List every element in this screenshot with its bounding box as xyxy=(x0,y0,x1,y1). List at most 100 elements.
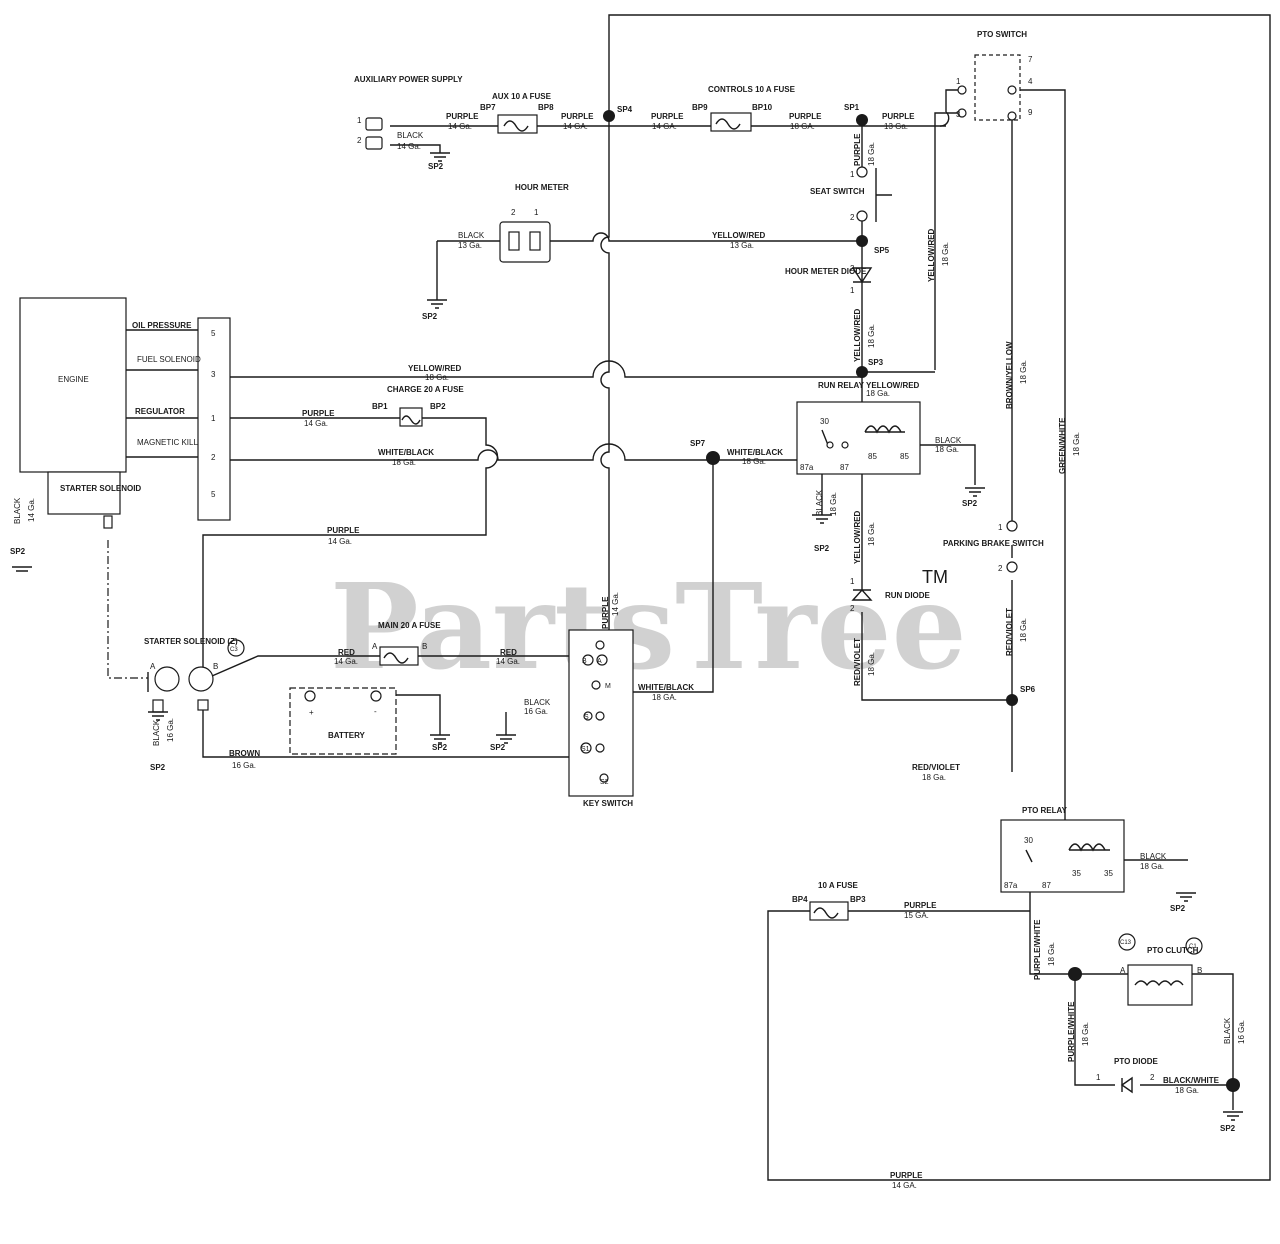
magnetic-kill-label: MAGNETIC KILL xyxy=(137,438,198,447)
key-pin-s1: S1 xyxy=(581,746,590,753)
gauge-label-solenoid-purple: 14 Ga. xyxy=(328,537,352,546)
pto-diode-pin-2: 2 xyxy=(1150,1073,1155,1082)
engine-connector xyxy=(197,317,231,521)
wire-label-pto-fuse-purple: PURPLE xyxy=(904,901,937,910)
wire-label-purple-2: PURPLE xyxy=(561,112,594,121)
run-relay-pin-85: 85 xyxy=(868,452,877,461)
watermark-tm: TM xyxy=(922,567,948,587)
charge-fuse-symbol xyxy=(399,407,423,427)
gauge-label-clutch-black: 16 Ga. xyxy=(1237,1020,1246,1044)
sp6-dot xyxy=(1006,694,1018,706)
gauge-label-relay-87a-black: 18 Ga. xyxy=(829,492,838,516)
hm-diode-pin-2: 2 xyxy=(850,264,855,273)
wire-label-engine-black: BLACK xyxy=(13,497,22,524)
grounds xyxy=(12,152,1243,1121)
gauge-label-purple-3: 14 GA. xyxy=(652,122,677,131)
c1-label: C1 xyxy=(1189,944,1197,950)
pto-pin-4: 4 xyxy=(1028,77,1033,86)
sp7-label: SP7 xyxy=(690,439,706,448)
controls-fuse-symbol xyxy=(710,112,752,132)
bp8-label: BP8 xyxy=(538,103,554,112)
wire-label-purple-3: PURPLE xyxy=(651,112,684,121)
gauge-label-key-purple: 14 Ga. xyxy=(611,592,620,616)
c13-tag xyxy=(1118,933,1136,951)
bp3-label: BP3 xyxy=(850,895,866,904)
wire-label-kill-white-black: WHITE/BLACK xyxy=(378,448,434,457)
bp9-label: BP9 xyxy=(692,103,708,112)
splice-dots xyxy=(603,110,1240,1092)
gauge-label-diode-yellow-red: 18 Ga. xyxy=(867,324,876,348)
sp2-label-pto-relay: SP2 xyxy=(1170,904,1186,913)
sp7-dot xyxy=(706,451,720,465)
key-pin-g: S xyxy=(584,714,589,721)
engine-pin-2: 2 xyxy=(211,453,216,462)
engine-pin-5: 5 xyxy=(211,329,216,338)
wire-label-purple-5: PURPLE xyxy=(882,112,915,121)
wire-label-rd-red-violet: RED/VIOLET xyxy=(853,638,862,686)
pto-pin-1: 1 xyxy=(956,77,961,86)
wire-label-diode-yellow-red: YELLOW/RED xyxy=(853,308,862,362)
gauge-label-pto-relay-black: 18 Ga. xyxy=(1140,862,1164,871)
main-fuse-pin-b: B xyxy=(422,642,427,651)
gauge-label-rd-red-violet: 18 Ga. xyxy=(867,652,876,676)
gauge-label-clutch-purple-white: 18 Ga. xyxy=(1047,942,1056,966)
pto-diode-label: PTO DIODE xyxy=(1114,1057,1159,1066)
wire-label-relay-87a-black: BLACK xyxy=(815,489,824,516)
pto-splice-dot xyxy=(1068,967,1082,981)
wire-label-purple-1: PURPLE xyxy=(446,112,479,121)
solenoid-pin-a: A xyxy=(150,662,156,671)
battery-plus: + xyxy=(309,708,314,717)
sp4-label: SP4 xyxy=(617,105,633,114)
c3-tag xyxy=(227,639,245,657)
bp10-label: BP10 xyxy=(752,103,773,112)
gauge-label-hm-black: 13 Ga. xyxy=(458,241,482,250)
gauge-label-relay-yellow-red: 18 Ga. xyxy=(866,389,890,398)
gauge-label-red-1: 14 Ga. xyxy=(334,657,358,666)
pb-pin-1: 1 xyxy=(998,523,1003,532)
pb-pin-2: 2 xyxy=(998,564,1003,573)
wire-label-clutch-purple-white: PURPLE/WHITE xyxy=(1033,919,1042,980)
pto-relay-pin-30: 30 xyxy=(1024,836,1033,845)
relay-coils xyxy=(821,425,1184,987)
sp2-label-engine: SP2 xyxy=(10,547,26,556)
gauge-label-hm-yellow-red: 13 Ga. xyxy=(730,241,754,250)
sp5-dot xyxy=(856,235,868,247)
gauge-label-relay-black: 18 Ga. xyxy=(935,445,959,454)
gauge-label-pto-yellow-red: 18 Ga. xyxy=(941,242,950,266)
pto-relay-pin-87: 87 xyxy=(1042,881,1051,890)
gauge-label-green-white: 18 Ga. xyxy=(1072,432,1081,456)
components xyxy=(19,54,1193,1006)
starter-solenoid-label: STARTER SOLENOID (Z) xyxy=(144,637,238,646)
switch-contacts xyxy=(227,85,1203,955)
charge-fuse-label: CHARGE 20 A FUSE xyxy=(387,385,464,394)
hour-meter-pin-1: 1 xyxy=(534,208,539,217)
wire-label-pb-red-violet: RED/VIOLET xyxy=(1005,608,1014,656)
main-fuse-symbol xyxy=(379,646,419,666)
engine-label: ENGINE xyxy=(58,375,89,384)
pto-switch-label: PTO SWITCH xyxy=(977,30,1027,39)
pto-relay-label: PTO RELAY xyxy=(1022,806,1068,815)
sp2-label-solenoid: SP2 xyxy=(150,763,166,772)
sp2-label-relay: SP2 xyxy=(962,499,978,508)
gauge-label-solenoid-black: 16 Ga. xyxy=(166,718,175,742)
gauge-label-brown-yellow: 18 Ga. xyxy=(1019,360,1028,384)
pto-relay-pin-86: 35 xyxy=(1104,869,1113,878)
gauge-label-key-black: 16 Ga. xyxy=(524,707,548,716)
wire-label-regulator-purple: PURPLE xyxy=(302,409,335,418)
sp1-label: SP1 xyxy=(844,103,860,112)
gauge-label-diode-purple-white: 18 Ga. xyxy=(1081,1022,1090,1046)
sp6-label: SP6 xyxy=(1020,685,1036,694)
run-relay-pin-87a: 87a xyxy=(800,463,814,472)
gauge-label-pb-red-violet: 18 Ga. xyxy=(1019,618,1028,642)
main-fuse-label: MAIN 20 A FUSE xyxy=(378,621,441,630)
wire-label-seat-purple: PURPLE xyxy=(853,133,862,166)
run-relay-box xyxy=(796,401,921,475)
sp1-dot xyxy=(856,114,868,126)
run-relay-pin-86: 85 xyxy=(900,452,909,461)
controls-fuse-label: CONTROLS 10 A FUSE xyxy=(708,85,796,94)
gauge-label-purple-5: 13 Ga. xyxy=(884,122,908,131)
wire-label-key-purple: PURPLE xyxy=(601,596,610,629)
wire-label-aux-black: BLACK xyxy=(397,131,424,140)
pto-diode-splice-dot xyxy=(1226,1078,1240,1092)
